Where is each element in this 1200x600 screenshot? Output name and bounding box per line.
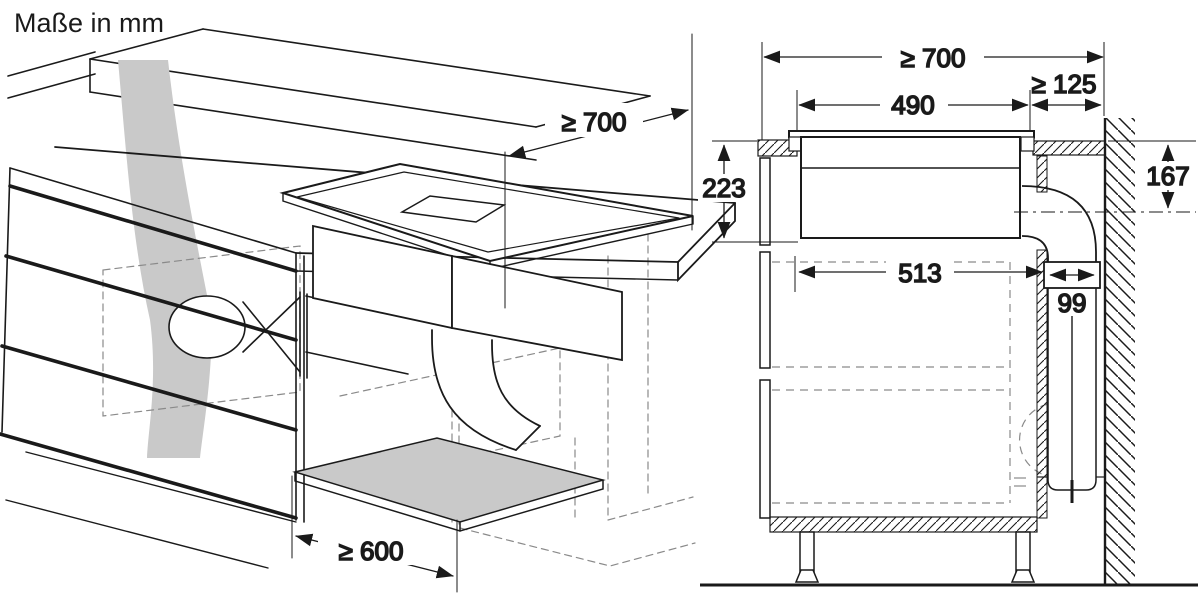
base-cabinets bbox=[0, 167, 305, 569]
dim-label-plinth-depth: ≥ 600 bbox=[339, 536, 404, 566]
exhaust-duct-section bbox=[1021, 185, 1105, 503]
section-hidden-lines bbox=[772, 261, 1049, 504]
dim-label-top-clearance: ≥ 700 bbox=[562, 107, 627, 137]
hob-glass bbox=[279, 162, 694, 270]
section-view: ≥ 700 490 ≥ 125 223 167 bbox=[698, 40, 1198, 587]
dimension-rear-clearance: ≥ 125 bbox=[1031, 68, 1102, 112]
worktop-section bbox=[757, 139, 1106, 157]
dimension-plinth-depth: ≥ 600 bbox=[291, 475, 458, 593]
downdraft-duct bbox=[431, 329, 541, 451]
air-vent-slot bbox=[399, 195, 507, 223]
dim-label-appliance-depth: 223 bbox=[702, 173, 745, 203]
dim-label-rear-clearance: ≥ 125 bbox=[1032, 69, 1097, 99]
dimension-worktop-depth: ≥ 700 bbox=[761, 40, 1105, 140]
dimension-below-worktop: 167 bbox=[1108, 140, 1196, 209]
wall-duct-channel bbox=[118, 60, 212, 458]
hob-section bbox=[788, 130, 1035, 239]
dim-label-duct-depth: 99 bbox=[1058, 288, 1087, 318]
dimension-cabinet-depth: 513 bbox=[794, 256, 1043, 292]
dimension-appliance-depth: 223 bbox=[698, 140, 798, 243]
drawing-title: Maße in mm bbox=[14, 8, 164, 38]
dim-label-cutout-width: 490 bbox=[891, 90, 934, 120]
dimension-top-clearance: ≥ 700 bbox=[504, 33, 693, 309]
hob-body bbox=[312, 224, 623, 362]
perspective-view: ≥ 700 ≥ 600 bbox=[0, 28, 736, 593]
wall-edges bbox=[7, 51, 96, 99]
dim-label-below-worktop: 167 bbox=[1146, 161, 1189, 191]
dimension-duct-depth: 99 bbox=[1049, 268, 1095, 319]
dimension-cutout-width: 490 bbox=[796, 88, 1031, 130]
wall-section bbox=[1103, 118, 1135, 585]
duct-connector bbox=[168, 291, 409, 379]
cabinet-section bbox=[759, 155, 1048, 583]
plinth-outlet-panel bbox=[292, 437, 606, 532]
dim-label-worktop-depth: ≥ 700 bbox=[901, 43, 966, 73]
dim-label-cabinet-depth: 513 bbox=[898, 258, 941, 288]
